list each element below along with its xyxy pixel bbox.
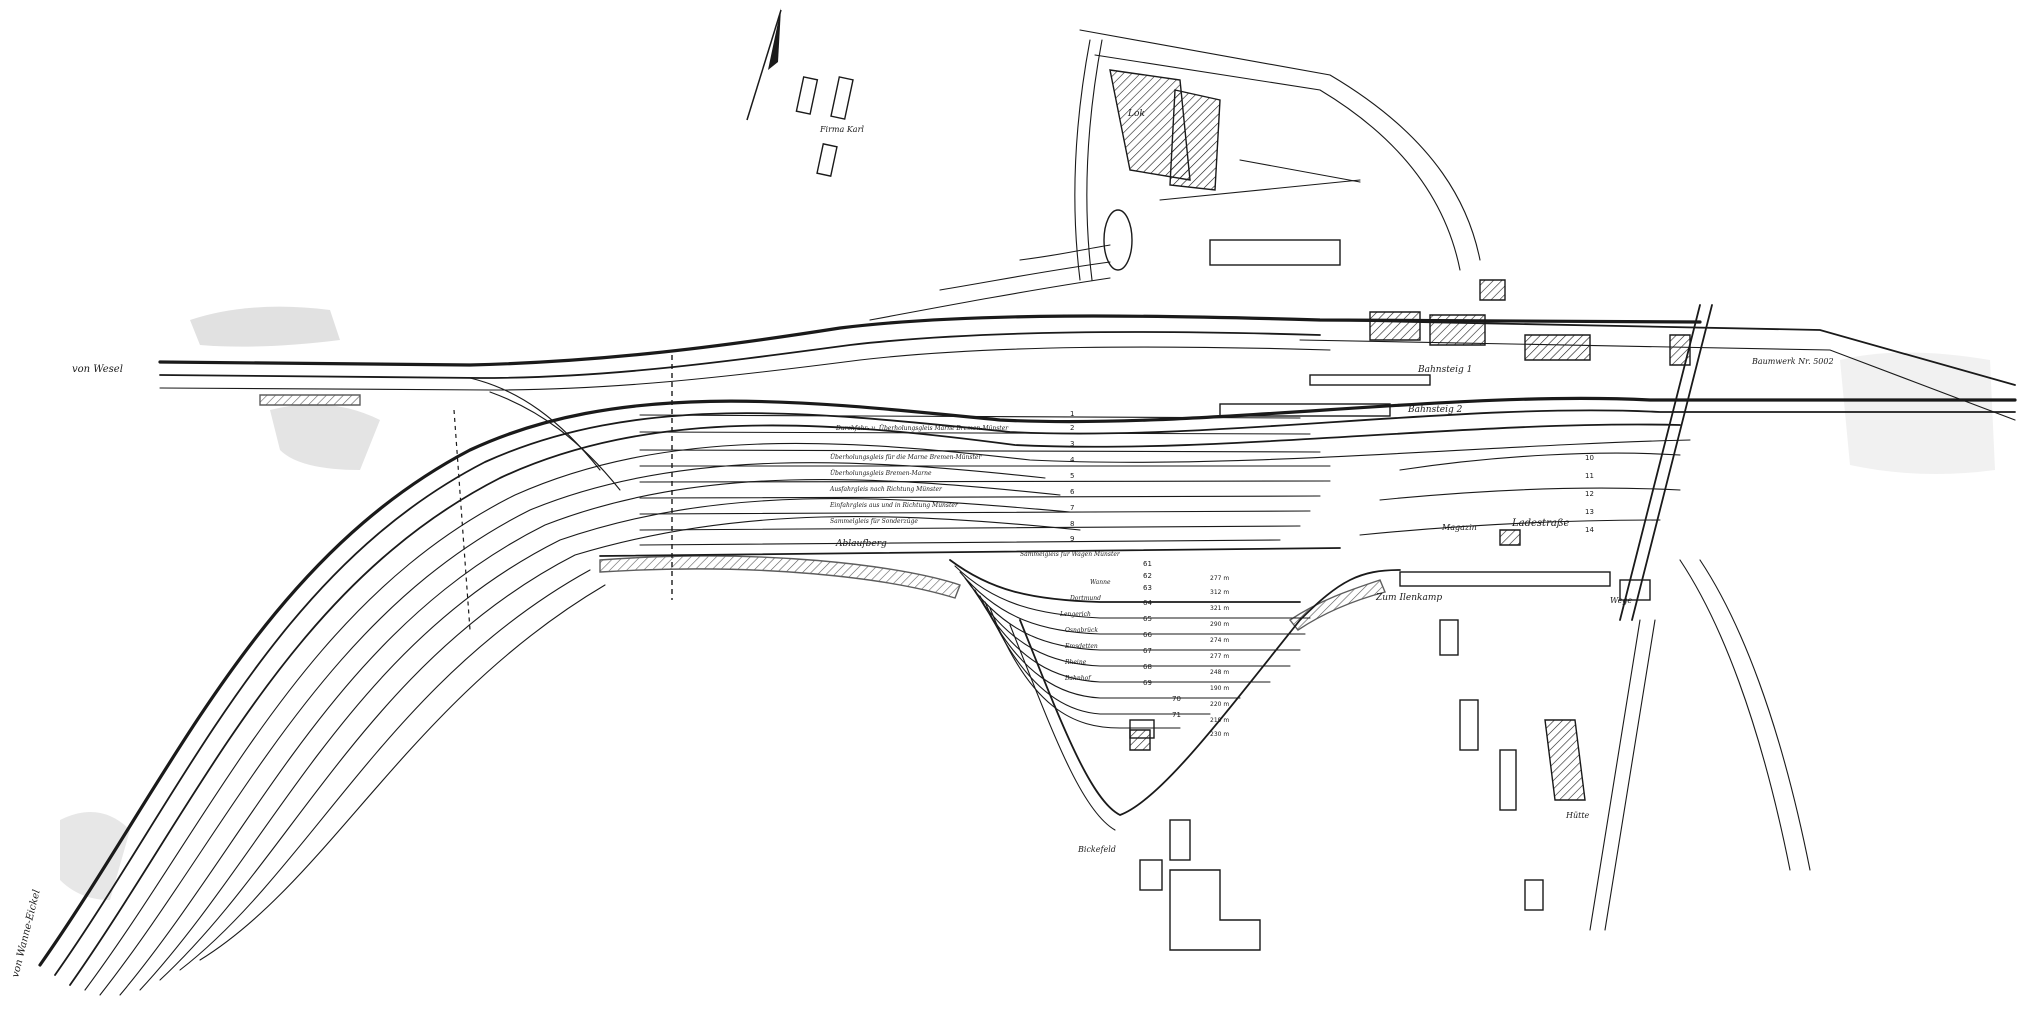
yard-track-label: Ausfahrgleis nach Richtung Münster <box>829 486 943 493</box>
siding-length: 290 m <box>1210 621 1229 628</box>
label-bickefeld: Bickefeld <box>1077 845 1116 854</box>
main-tracks <box>38 396 2017 996</box>
label-ablaufberg: Ablaufberg <box>835 539 887 549</box>
siding-number: 62 <box>1143 572 1152 580</box>
siding-number: 70 <box>1172 695 1181 703</box>
siding-labels: Wanne Dortmund Lengerich Osnabrück Emsde… <box>1059 560 1229 738</box>
station-buildings <box>1219 279 1691 601</box>
siding-number: 67 <box>1143 647 1152 655</box>
siding-length: 277 m <box>1210 653 1229 660</box>
label-bahnsteig-1: Bahnsteig 1 <box>1417 365 1472 375</box>
siding-length: 321 m <box>1210 605 1229 612</box>
siding-number: 61 <box>1143 560 1152 568</box>
track-number: 13 <box>1585 508 1594 516</box>
label-zum-ilenkamp: Zum Ilenkamp <box>1375 593 1442 603</box>
label-lok: Lok <box>1127 109 1145 119</box>
siding-number: 65 <box>1143 615 1152 623</box>
label-hutte: Hütte <box>1565 811 1590 820</box>
siding-name: Bahnhof <box>1064 675 1092 682</box>
siding-length: 277 m <box>1210 575 1229 582</box>
track-number: 10 <box>1585 454 1594 462</box>
track-number: 1 <box>1070 410 1074 418</box>
north-arrow-icon <box>746 8 782 121</box>
label-from-wesel: von Wesel <box>72 364 123 375</box>
yard-ladder <box>599 414 1341 557</box>
label-magazin: Magazin <box>1441 523 1477 532</box>
track-number: 6 <box>1070 488 1075 496</box>
yard-track-label: Überholungsgleis Bremen-Marne <box>830 470 932 477</box>
track-number: 12 <box>1585 490 1594 498</box>
siding-number: 71 <box>1172 711 1181 719</box>
wesel-approach <box>158 314 1702 491</box>
yard-track-label: Sammelgleis für Wagen Münster <box>1020 551 1121 558</box>
label-firma: Firma Karl <box>819 125 864 134</box>
track-number: 8 <box>1070 520 1074 528</box>
yard-track-labels: Durchfahr- u. Überholungsgleis Marne Bre… <box>829 425 1121 558</box>
siding-number: 63 <box>1143 584 1152 592</box>
siding-number: 64 <box>1143 599 1152 607</box>
siding-length: 248 m <box>1210 669 1229 676</box>
siding-fan <box>949 559 1401 831</box>
siding-name: Rheine <box>1064 659 1087 666</box>
embankment <box>259 394 1386 631</box>
track-number: 3 <box>1070 440 1074 448</box>
track-number: 5 <box>1070 472 1074 480</box>
lower-buildings <box>795 76 1586 951</box>
yard-track-label: Sammelgleis für Sonderzüge <box>830 518 918 525</box>
siding-length: 219 m <box>1210 717 1229 724</box>
label-ladestrasse: Ladestraße <box>1511 518 1569 529</box>
siding-name: Dortmund <box>1069 595 1101 602</box>
label-wege: Wege <box>1610 596 1632 605</box>
siding-length: 230 m <box>1210 731 1229 738</box>
siding-length: 190 m <box>1210 685 1229 692</box>
siding-number: 66 <box>1143 631 1152 639</box>
track-number: 14 <box>1585 526 1594 534</box>
dashed-marks <box>453 355 673 631</box>
track-number: 7 <box>1070 504 1074 512</box>
main-track-numbers: 1 2 3 4 5 6 7 8 9 10 11 12 13 14 <box>1070 410 1594 543</box>
track-number: 2 <box>1070 424 1074 432</box>
loco-depot <box>869 29 1481 321</box>
yard-track-label: Überholungsgleis für die Marne Bremen-Mü… <box>830 454 982 461</box>
terrain-shading <box>60 306 1995 900</box>
siding-length: 312 m <box>1210 589 1229 596</box>
siding-number: 68 <box>1143 663 1152 671</box>
label-from-wanne: von Wanne-Eickel <box>10 889 42 979</box>
siding-name: Osnabrück <box>1065 627 1098 634</box>
yard-track-label: Einfahrgleis aus und in Richtung Münster <box>829 502 959 509</box>
siding-name: Emsdetten <box>1064 643 1098 650</box>
track-number: 9 <box>1070 535 1074 543</box>
siding-name: Wanne <box>1090 579 1111 586</box>
track-number: 11 <box>1585 472 1594 480</box>
place-labels: von Wesel von Wanne-Eickel Firma Karl Lo… <box>10 109 1833 979</box>
track-number: 4 <box>1070 456 1075 464</box>
siding-length: 220 m <box>1210 701 1229 708</box>
label-bahnsteig-2: Bahnsteig 2 <box>1407 405 1463 415</box>
yard-track-label: Durchfahr- u. Überholungsgleis Marne Bre… <box>835 425 1009 432</box>
label-baumwerk: Baumwerk Nr. 5002 <box>1751 357 1834 366</box>
siding-number: 69 <box>1143 679 1152 687</box>
siding-length: 274 m <box>1210 637 1229 644</box>
siding-name: Lengerich <box>1059 611 1091 618</box>
